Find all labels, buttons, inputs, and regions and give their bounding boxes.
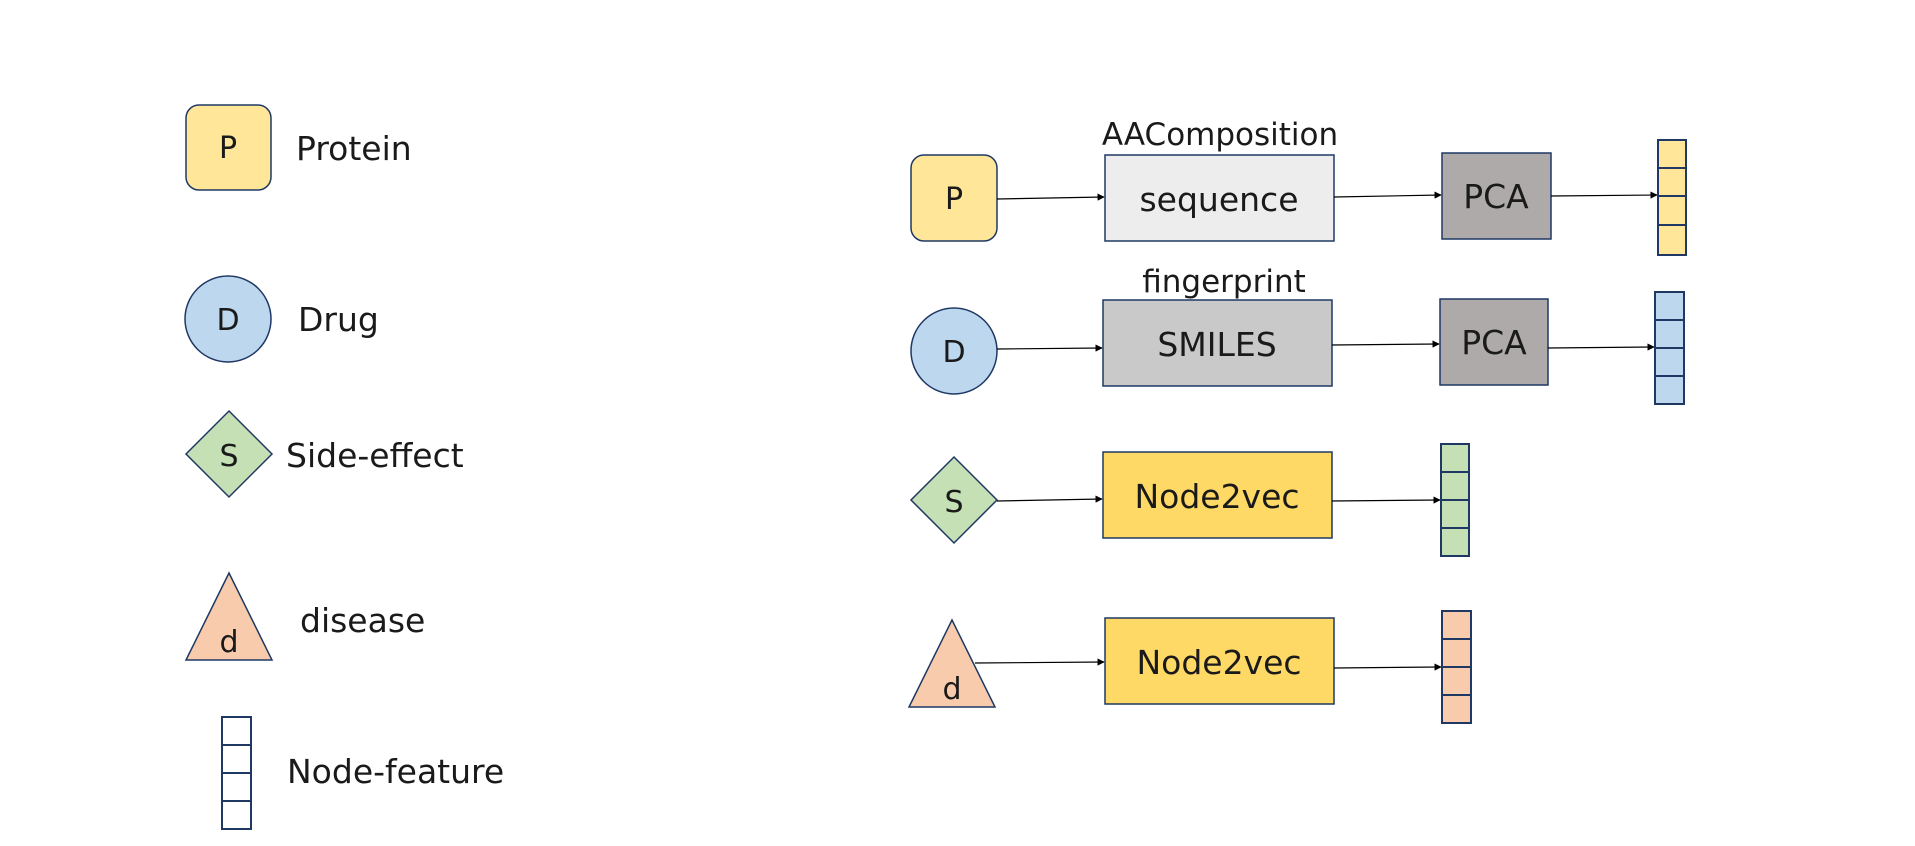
protein-node-feature [1657,139,1687,256]
protein-caption: AAComposition [1102,117,1338,153]
drug-caption: fingerprint [1142,264,1306,300]
protein-node-icon [185,104,272,191]
disease-node2vec-box [1104,617,1335,705]
node-feature-legend-label: Node-feature [287,752,504,791]
protein-pipeline: AAComposition P sequence PCA [910,117,1687,256]
legend: P Protein D Drug S Side-effect d disease [184,104,504,830]
sequence-label: sequence [1139,180,1298,219]
smiles-label: SMILES [1157,325,1276,364]
protein-legend-label: Protein [296,129,412,168]
drug-arrow-1 [996,344,1103,352]
drug-node-symbol: D [216,303,239,338]
drug-node-icon [184,275,272,363]
legend-disease: d disease [184,571,425,661]
protein-pca-label: PCA [1463,177,1529,216]
drug-pca-label: PCA [1461,323,1527,362]
protein-pipeline-node [910,154,998,242]
side-effect-pipeline-node-symbol: S [944,485,963,520]
legend-protein: P Protein [185,104,412,191]
sequence-box [1104,154,1335,242]
disease-arrow-2 [1333,663,1442,671]
drug-arrow-2 [1331,340,1440,348]
disease-pipeline-node-symbol: d [942,672,961,707]
side-effect-arrow-2 [1331,496,1441,504]
protein-node-symbol: P [219,131,237,166]
side-effect-arrow-1 [996,495,1103,503]
side-effect-node-symbol: S [219,439,238,474]
protein-pipeline-node-symbol: P [945,182,963,217]
protein-arrow-3 [1550,191,1658,199]
protein-arrow-1 [996,193,1105,201]
disease-arrow-1 [974,658,1105,666]
disease-pipeline: d Node2vec [907,610,1472,724]
side-effect-node2vec-label: Node2vec [1134,477,1299,516]
drug-legend-label: Drug [298,300,379,339]
drug-pipeline-node-symbol: D [942,335,965,370]
disease-node-icon [184,571,274,661]
smiles-box [1102,299,1333,387]
side-effect-legend-label: Side-effect [286,436,464,475]
drug-pipeline-node [910,307,998,395]
disease-pipeline-node [907,618,997,708]
side-effect-node-icon [184,409,274,499]
protein-arrow-2 [1333,191,1442,199]
disease-node-feature [1441,610,1472,724]
side-effect-pipeline-node [909,455,999,545]
legend-drug: D Drug [184,275,379,363]
side-effect-node-feature [1440,443,1470,557]
disease-node-symbol: d [219,625,238,660]
legend-node-feature: Node-feature [221,716,504,830]
legend-side-effect: S Side-effect [184,409,464,499]
side-effect-node2vec-box [1102,451,1333,539]
drug-node-feature [1654,291,1685,405]
side-effect-pipeline: S Node2vec [909,443,1470,557]
disease-node2vec-label: Node2vec [1136,643,1301,682]
node-feature-icon [221,716,252,830]
drug-arrow-3 [1547,343,1655,351]
drug-pca-box [1439,298,1549,386]
drug-pipeline: fingerprint D SMILES PCA [910,264,1685,405]
disease-legend-label: disease [300,601,425,640]
